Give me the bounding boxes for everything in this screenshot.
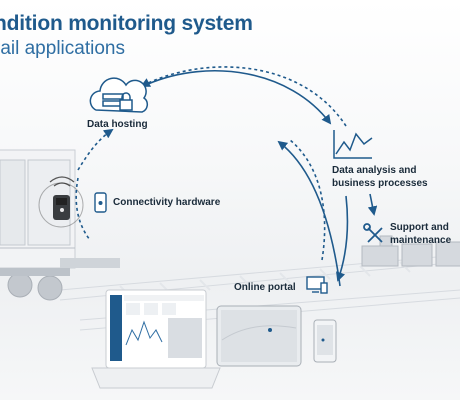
- page-subtitle: rail applications: [0, 38, 125, 59]
- label-data-analysis-line1: Data analysis and: [332, 165, 417, 176]
- label-data-analysis-line2: business processes: [332, 178, 428, 189]
- tablet-image: [216, 305, 302, 367]
- tools-icon: [363, 223, 383, 243]
- label-connectivity-hardware: Connectivity hardware: [113, 197, 221, 208]
- chart-icon: [333, 130, 373, 159]
- monitor-icon: [306, 276, 328, 294]
- phone-image: [313, 319, 337, 363]
- label-support-line1: Support and: [390, 222, 449, 233]
- sensor-device-icon: [38, 176, 84, 228]
- freight-train-right: [361, 235, 460, 267]
- flow-arrows: [75, 66, 378, 287]
- laptop-image: [91, 289, 221, 389]
- cloud-server-lock-icon: [89, 77, 148, 113]
- label-online-portal: Online portal: [234, 282, 296, 293]
- label-support-line2: maintenance: [390, 235, 452, 246]
- label-data-analysis: Data analysis and business processes: [332, 164, 428, 190]
- page-title: ndition monitoring system: [0, 12, 253, 35]
- label-support: Support and maintenance: [390, 221, 451, 247]
- freight-wagon-left: [0, 149, 120, 301]
- label-data-hosting: Data hosting: [87, 119, 148, 130]
- phone-icon: [94, 192, 107, 213]
